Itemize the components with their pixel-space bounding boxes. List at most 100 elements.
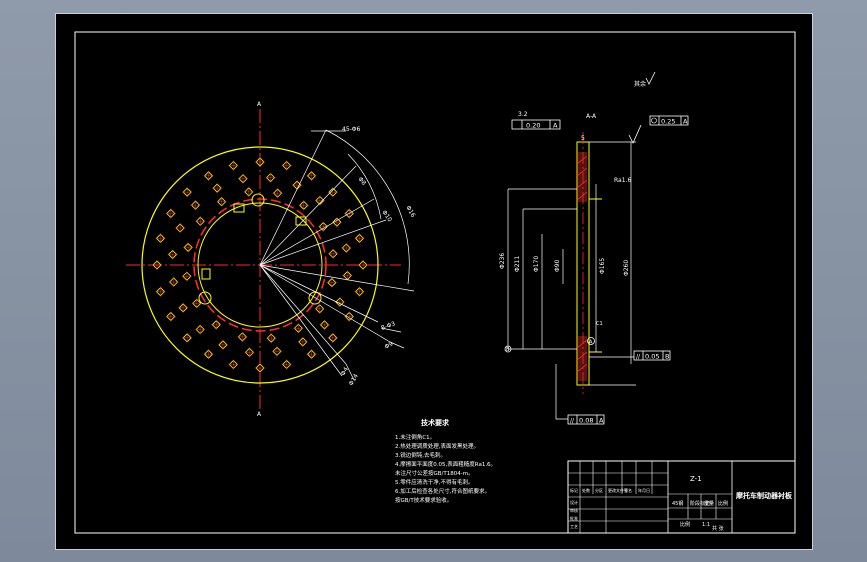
dim-45-holes: 45-Φ6: [342, 126, 361, 133]
bolt-hole: [195, 324, 206, 335]
position-value: 0.25: [661, 118, 675, 126]
hatch-bottom: [577, 336, 587, 381]
tb-grid-label: 工艺: [570, 524, 578, 529]
dim-v4: Φ90: [554, 259, 561, 272]
tb-part-code: Z-1: [690, 475, 702, 483]
dim-v3: Φ170: [533, 256, 540, 272]
flatness-value: 0.20: [526, 122, 540, 130]
bolt-hole: [165, 311, 176, 322]
bolt-hole: [354, 233, 365, 244]
chamfer-note: C1: [596, 321, 603, 327]
tb-grid-label: 设计: [570, 499, 578, 505]
note-line: 4.摩擦面平面度0.05,表面粗糙度Ra1.6。: [395, 460, 496, 468]
dim-v2: Φ211: [514, 256, 521, 272]
flatness-ref: A: [553, 122, 558, 130]
title-block-grid: [568, 460, 668, 533]
tb-grid-label: 年月日: [638, 487, 650, 493]
parallel-value-bottom: 0.08: [579, 417, 593, 425]
bolt-hole: [237, 331, 248, 342]
tb-sheet-label: 共 张: [712, 525, 724, 532]
bolt-hole: [217, 339, 228, 350]
tb-bottom-1: 重量: [704, 500, 714, 507]
tb-grid-label: 更改文件号: [608, 487, 628, 493]
tb-scale-label: 比例: [680, 521, 690, 528]
dim-d4: Φ16: [404, 205, 416, 219]
dim-v5: Φ165: [599, 258, 606, 274]
bolt-hole: [272, 188, 283, 199]
section-title: A-A: [586, 113, 597, 120]
hatch-lines: [576, 155, 588, 373]
bolt-hole: [293, 323, 304, 334]
notes-lines: 1.未注倒角C1。2.热处理调质处理,表面发黑处理。3.锐边倒钝,去毛刺。4.摩…: [395, 433, 496, 504]
inner-ring: [197, 202, 323, 328]
keyway-1: [233, 203, 245, 213]
bolt-hole: [228, 160, 239, 171]
bolt-hole: [354, 286, 365, 297]
bolt-hole: [211, 319, 222, 330]
parallel-ref-right: B: [665, 353, 669, 361]
datum-b-circle: [504, 345, 512, 353]
bolt-hole: [342, 270, 353, 281]
svg-text://: //: [570, 418, 575, 425]
cad-drawing: A A: [74, 31, 796, 534]
bolt-hole: [155, 233, 166, 244]
drawing-viewport[interactable]: A A: [55, 13, 813, 550]
front-view: A A: [126, 101, 417, 418]
bolt-hole: [328, 248, 339, 259]
bolt-hole: [183, 242, 194, 253]
tb-material: 45钢: [672, 500, 683, 507]
keyway-3: [201, 268, 211, 280]
bolt-hole: [228, 359, 239, 370]
tb-grid-label: 签名: [624, 487, 632, 493]
parallel-value-right: 0.05: [645, 353, 659, 361]
roughness-top: 3.2: [518, 111, 528, 118]
bolt-hole: [265, 172, 276, 183]
bolt-hole: [243, 186, 254, 197]
note-line: 3.锐边倒钝,去毛刺。: [395, 451, 446, 459]
dim-d8: Φ14: [348, 373, 360, 387]
outer-circle: [141, 146, 379, 384]
bolt-hole: [326, 277, 337, 288]
bolt-hole: [181, 271, 192, 282]
bolt-hole: [182, 187, 193, 198]
bolt-hole: [216, 196, 227, 207]
roughness-global-label: 其余: [634, 80, 646, 88]
hatch-top: [577, 152, 587, 202]
datum-a: A: [589, 340, 593, 346]
parallel-frame-right: [633, 350, 671, 361]
bolt-hole: [341, 243, 352, 254]
dim-d5: 8-Φ3: [380, 320, 396, 332]
dim-d2: Φ8: [356, 176, 367, 187]
dim-v6: Φ260: [623, 260, 630, 276]
bolt-hole: [319, 319, 330, 330]
drawing-border: [74, 31, 796, 534]
dim-v1: Φ236: [499, 253, 506, 269]
keyway-2: [295, 216, 307, 226]
technical-notes: 技术要求 1.未注倒角C1。2.热处理调质处理,表面发黑处理。3.锐边倒钝,去毛…: [395, 418, 496, 504]
dim-thickness: 5: [581, 135, 585, 142]
bolt-hole: [314, 195, 325, 206]
bolt-hole: [203, 349, 214, 360]
note-line: 未注尺寸公差按GB/T1804-m。: [395, 469, 474, 477]
title-block-labels: 标记处数分区更改文件号签名年月日设计审核批准工艺: [570, 487, 650, 529]
bolt-hole: [306, 349, 317, 360]
bolt-hole: [358, 260, 368, 270]
bolt-hole: [298, 200, 309, 211]
dim-d7: Φ4: [340, 366, 350, 377]
tb-grid-label: 标记: [570, 487, 578, 493]
note-line: 5.零件应清洗干净,不得有毛刺。: [395, 478, 474, 486]
bolt-hole: [344, 311, 355, 322]
bolt-hole: [155, 286, 166, 297]
datum-a-circle: [587, 337, 595, 345]
notch-left: [198, 291, 212, 305]
svg-text://: //: [636, 354, 641, 361]
bolt-hole: [314, 303, 325, 314]
note-line: 6.加工后检查各处尺寸,符合图纸要求。: [395, 487, 490, 495]
bolt-hole: [255, 363, 265, 373]
tb-bottom-0: 阶段标记: [690, 500, 710, 507]
note-line: 1.未注倒角C1。: [395, 433, 435, 441]
bolt-hole: [297, 336, 308, 347]
bolt-hole: [175, 222, 186, 233]
inner-bore-circle: [193, 198, 327, 332]
bolt-hole: [255, 157, 265, 167]
